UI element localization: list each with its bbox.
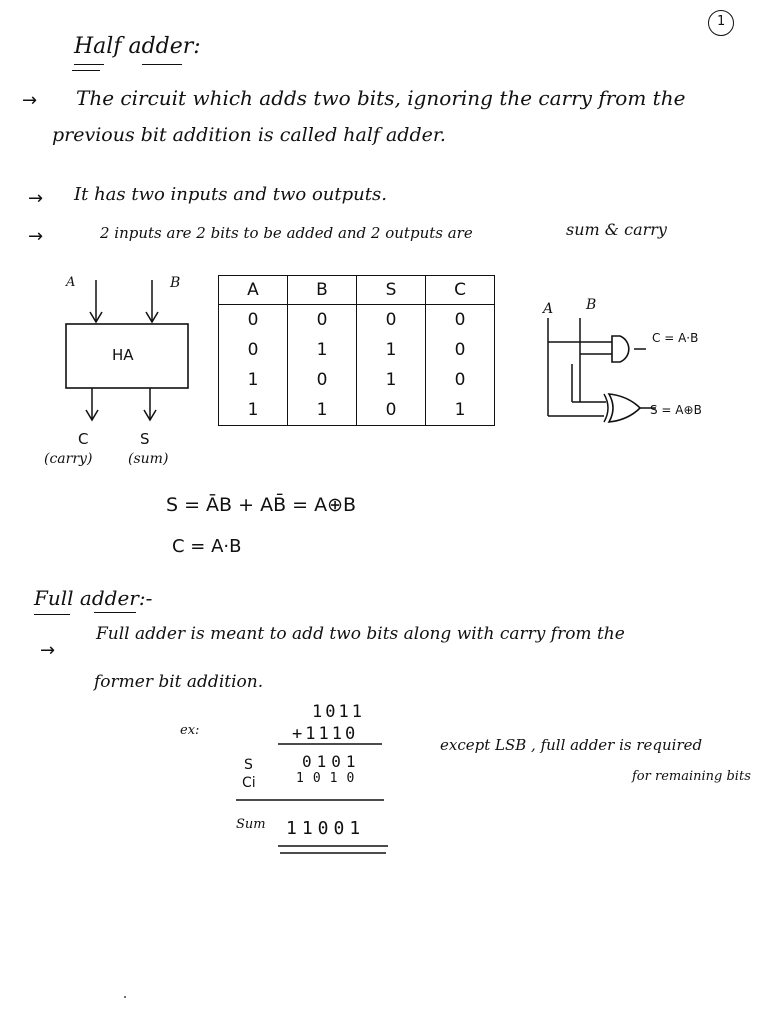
- ha-input-a: A: [66, 275, 76, 290]
- cell: 0: [287, 304, 357, 335]
- example-label: ex:: [180, 723, 200, 738]
- cell: 1: [287, 395, 357, 426]
- sum-result: 11001: [286, 818, 366, 839]
- xor-gate-output: S = A⊕B: [650, 403, 702, 417]
- full-adder-definition-line1: Full adder is meant to add two bits alon…: [96, 624, 625, 644]
- bullet-arrow-icon: →: [28, 226, 44, 247]
- cell: 0: [356, 304, 426, 335]
- col-header-b: B: [287, 275, 357, 305]
- cell: 0: [425, 304, 495, 335]
- ha-output-s: S: [140, 430, 150, 448]
- cell: 0: [425, 335, 495, 365]
- truth-table: A B S C 0 0 0 0 0 1 1 0 1 0 1 0 1 1 0 1: [218, 275, 495, 426]
- ha-output-c-desc: (carry): [44, 451, 93, 467]
- table-row: 0 0 0 0: [218, 304, 495, 335]
- half-adder-definition-line2: previous bit addition is called half add…: [52, 124, 446, 146]
- col-header-s: S: [356, 275, 426, 305]
- col-header-c: C: [425, 275, 495, 305]
- page-number-circle: [708, 10, 734, 36]
- ci-row-label: Ci: [242, 775, 256, 791]
- and-gate-output: C = A·B: [652, 331, 699, 345]
- inputs-bits-text: 2 inputs are 2 bits to be added and 2 ou…: [100, 224, 473, 242]
- heading-underline: [74, 64, 104, 65]
- lsb-note-line2: for remaining bits: [632, 769, 751, 784]
- cell: 0: [218, 335, 288, 365]
- cell: 0: [287, 365, 357, 395]
- truth-table-header: A B S C: [218, 275, 495, 305]
- lsb-note-line1: except LSB , full adder is required: [440, 736, 703, 754]
- stray-dot: [124, 996, 126, 998]
- bullet-arrow-icon: →: [40, 640, 56, 661]
- full-adder-definition-line2: former bit addition.: [94, 672, 264, 692]
- table-row: 1 0 1 0: [218, 365, 495, 395]
- ha-output-c: C: [78, 430, 89, 448]
- gate-input-b: B: [586, 297, 597, 313]
- page-number: 1: [717, 14, 726, 29]
- bullet-arrow-icon: →: [22, 90, 38, 111]
- cell: 0: [425, 365, 495, 395]
- col-header-a: A: [218, 275, 288, 305]
- cell: 1: [287, 335, 357, 365]
- operand-1: 1011: [312, 702, 365, 722]
- cell: 1: [218, 365, 288, 395]
- s-row-values: 0101: [302, 752, 361, 771]
- full-adder-heading: Full adder:-: [34, 586, 153, 610]
- cell: 1: [356, 335, 426, 365]
- table-row: 0 1 1 0: [218, 335, 495, 365]
- s-row-label: S: [244, 757, 253, 773]
- gate-input-a: A: [543, 301, 554, 317]
- half-adder-definition-line1: The circuit which adds two bits, ignorin…: [76, 86, 686, 110]
- bullet-arrow-icon: →: [28, 188, 44, 209]
- operand-2: +1110: [292, 724, 359, 744]
- cell: 0: [218, 304, 288, 335]
- heading-underline: [34, 614, 70, 615]
- ha-block-label: HA: [112, 346, 134, 364]
- sum-label: Sum: [236, 817, 266, 832]
- table-row: 1 1 0 1: [218, 395, 495, 426]
- ha-output-s-desc: (sum): [128, 451, 169, 467]
- half-adder-heading: Half adder:: [74, 34, 201, 59]
- sum-carry-text: sum & carry: [566, 220, 667, 239]
- cell: 1: [425, 395, 495, 426]
- cell: 0: [356, 395, 426, 426]
- ha-input-b: B: [170, 275, 181, 291]
- inputs-outputs-text: It has two inputs and two outputs.: [74, 184, 387, 205]
- cell: 1: [218, 395, 288, 426]
- carry-equation: C = A·B: [172, 536, 242, 557]
- sum-equation: S = ĀB + AB̄ = A⊕B: [166, 494, 357, 516]
- cell: 1: [356, 365, 426, 395]
- ci-row-values: 1010: [296, 771, 364, 786]
